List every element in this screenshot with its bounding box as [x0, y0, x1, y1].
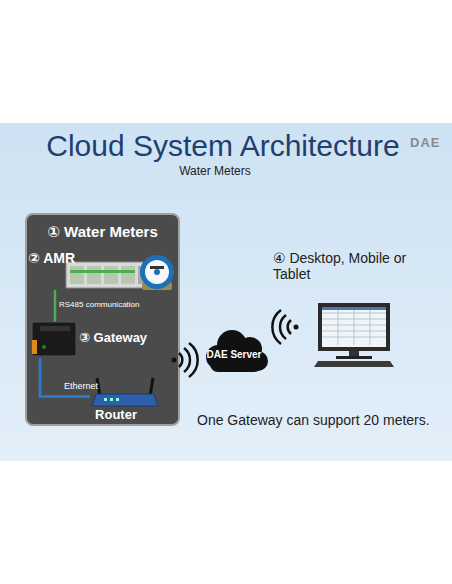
connector-label: Ethernet [64, 381, 98, 391]
device-box: Router [90, 378, 160, 424]
node-text: DAE Server [198, 349, 270, 361]
wireless-symbol [272, 310, 298, 344]
diagram-title: Cloud System Architecture [0, 129, 446, 164]
device-box: ② AMR [28, 250, 153, 290]
note-text: One Gateway can support 20 meters. [197, 412, 447, 428]
node-text: ② AMR [28, 250, 75, 266]
node-text: Router [90, 408, 142, 423]
node-text: ① Water Meters [27, 223, 178, 240]
group-box: ① Water Meters ② AMR ③ GatewayRouter [25, 213, 180, 426]
subtitle: Water Meters [160, 165, 270, 179]
node-text: ③ Gateway [79, 331, 147, 346]
node-text: ④ Desktop, Mobile or Tablet [273, 250, 428, 282]
logo-text: DAE [410, 136, 450, 151]
computer-illustration [314, 303, 394, 367]
device-box: ③ Gateway [30, 322, 152, 358]
connector-label: RS485 communication [59, 300, 139, 309]
cloud-node: DAE Server [198, 325, 270, 377]
text-node: ④ Desktop, Mobile or Tablet [273, 250, 428, 292]
